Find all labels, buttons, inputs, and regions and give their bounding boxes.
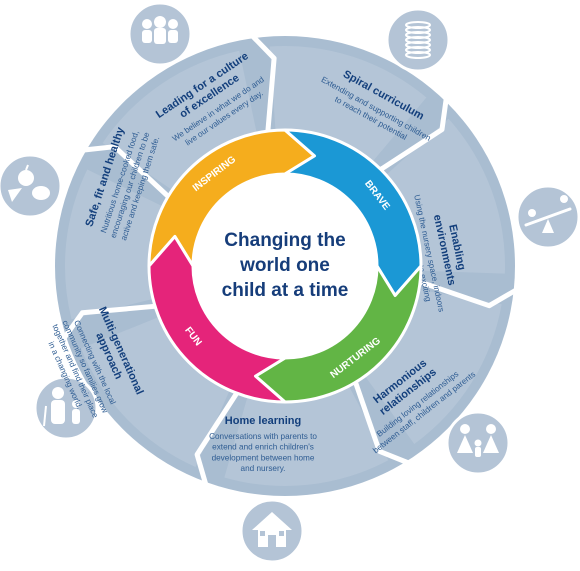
seesaw-icon — [515, 184, 580, 250]
pillar-panel — [364, 289, 502, 444]
fruit-veg-icon — [0, 153, 63, 219]
pillar-separator — [250, 34, 277, 140]
center-disc — [201, 182, 369, 350]
center-line-1: Changing the — [224, 230, 345, 251]
house-icon — [239, 498, 305, 564]
pillar-separator — [372, 98, 449, 177]
pillar-separator — [62, 303, 164, 340]
pillar-panel — [224, 386, 389, 486]
parents-child-icon — [445, 410, 511, 476]
pillar-title: Home learning — [225, 415, 301, 427]
pillar-panel — [269, 46, 427, 162]
pillar-separator — [194, 384, 244, 485]
pillar-panel — [102, 50, 257, 190]
pillar-panel — [65, 169, 163, 320]
pillar-body: development between home — [212, 453, 315, 462]
pillar-separator — [350, 373, 409, 466]
spiral-spring-icon — [385, 7, 451, 73]
pillar-panel — [386, 118, 505, 274]
family-group-icon — [127, 1, 193, 67]
pillar-panel — [81, 316, 230, 467]
pillar-body: and nursery. — [241, 464, 286, 473]
core-segment-fun — [147, 234, 287, 404]
grandparent-child-icon — [33, 375, 99, 441]
center-message: Changing the world one child at a time — [201, 182, 369, 350]
center-line-2: world one — [239, 255, 330, 276]
pillar-body: extend and enrich children's — [212, 443, 314, 452]
pillar-body: Conversations with parents to — [209, 432, 317, 441]
pillar-separator — [411, 277, 517, 309]
center-line-3: child at a time — [222, 280, 349, 301]
pillar-separator — [83, 144, 176, 204]
